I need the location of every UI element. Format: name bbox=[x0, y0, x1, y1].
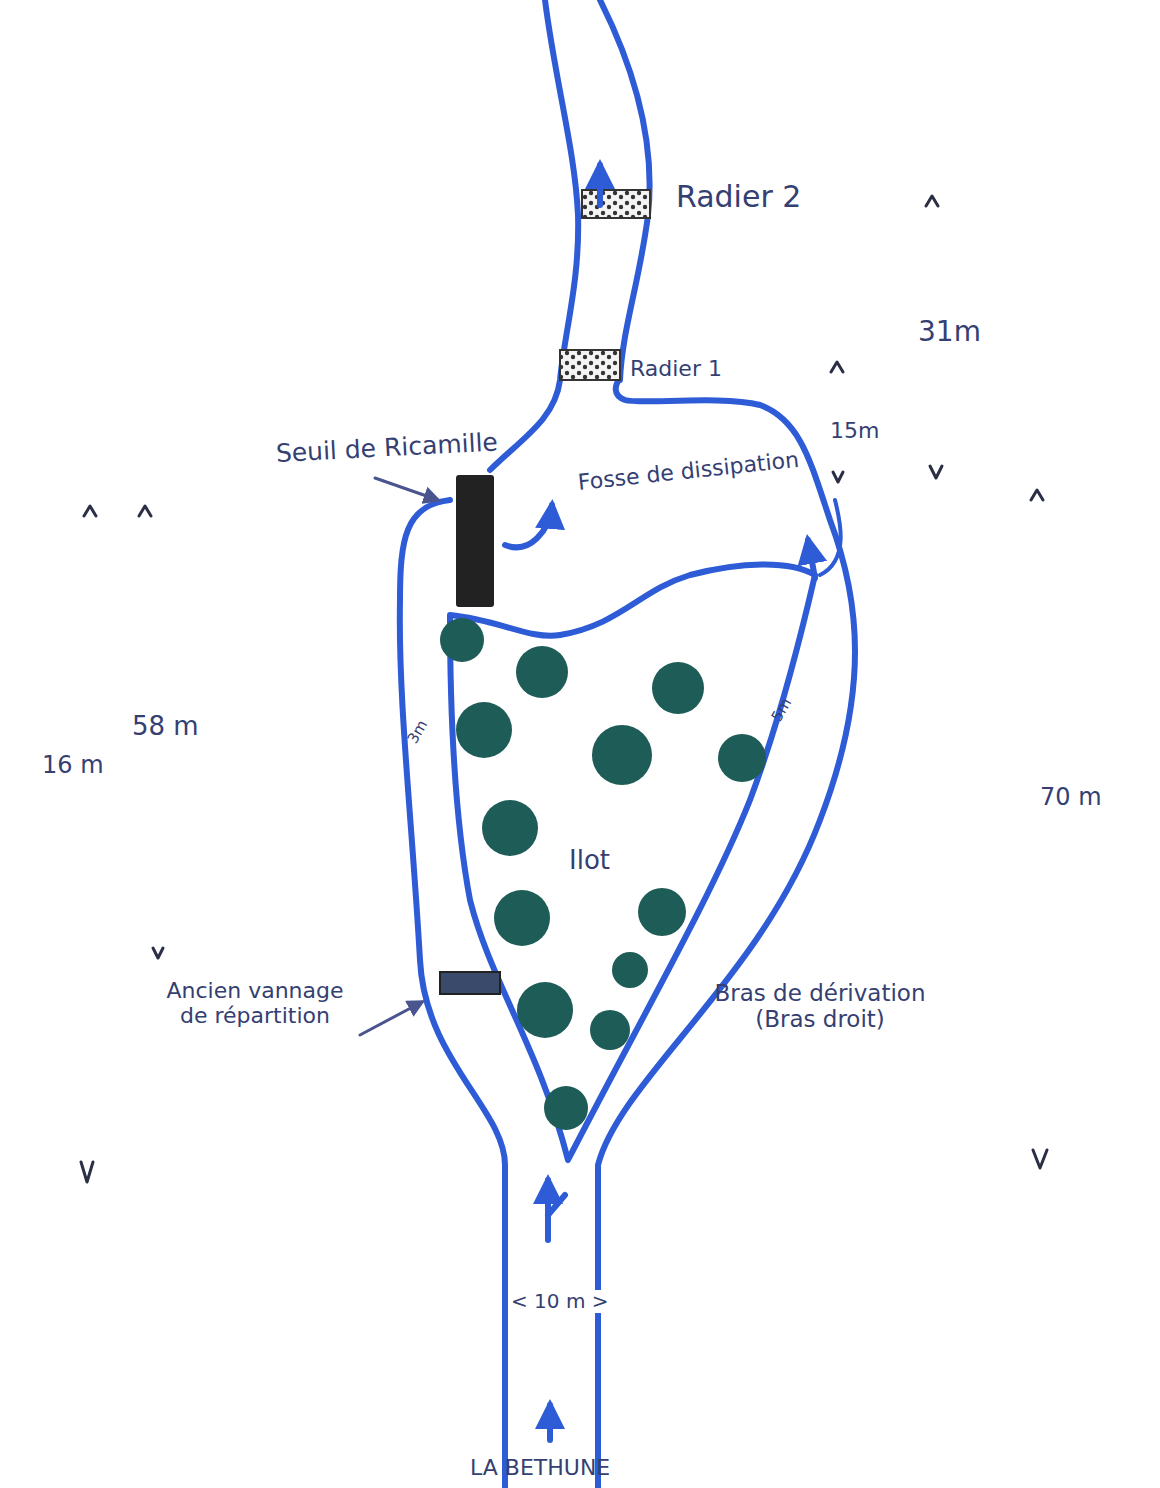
dimension: 16 m bbox=[42, 752, 104, 780]
dimension: 15m bbox=[830, 418, 879, 443]
area-label: Fosse de dissipation bbox=[577, 447, 800, 495]
dimension: 58 m bbox=[132, 712, 199, 742]
arm-label: Bras de dérivation (Bras droit) bbox=[690, 980, 950, 1033]
dimension: 31m bbox=[918, 316, 981, 348]
structure-label: Radier 1 bbox=[630, 356, 722, 381]
island-label: Ilot bbox=[566, 846, 613, 876]
structure-label: Ancien vannage de répartition bbox=[150, 978, 360, 1029]
dimension: 3m bbox=[405, 717, 432, 747]
structure-label: Seuil de Ricamille bbox=[275, 428, 498, 468]
dimension: 70 m bbox=[1040, 784, 1102, 812]
river-name: LA BETHUNE bbox=[470, 1455, 610, 1480]
structure-label: Radier 2 bbox=[676, 180, 801, 215]
dimension: 5m bbox=[769, 695, 796, 725]
dimension: < 10 m > bbox=[508, 1290, 612, 1313]
